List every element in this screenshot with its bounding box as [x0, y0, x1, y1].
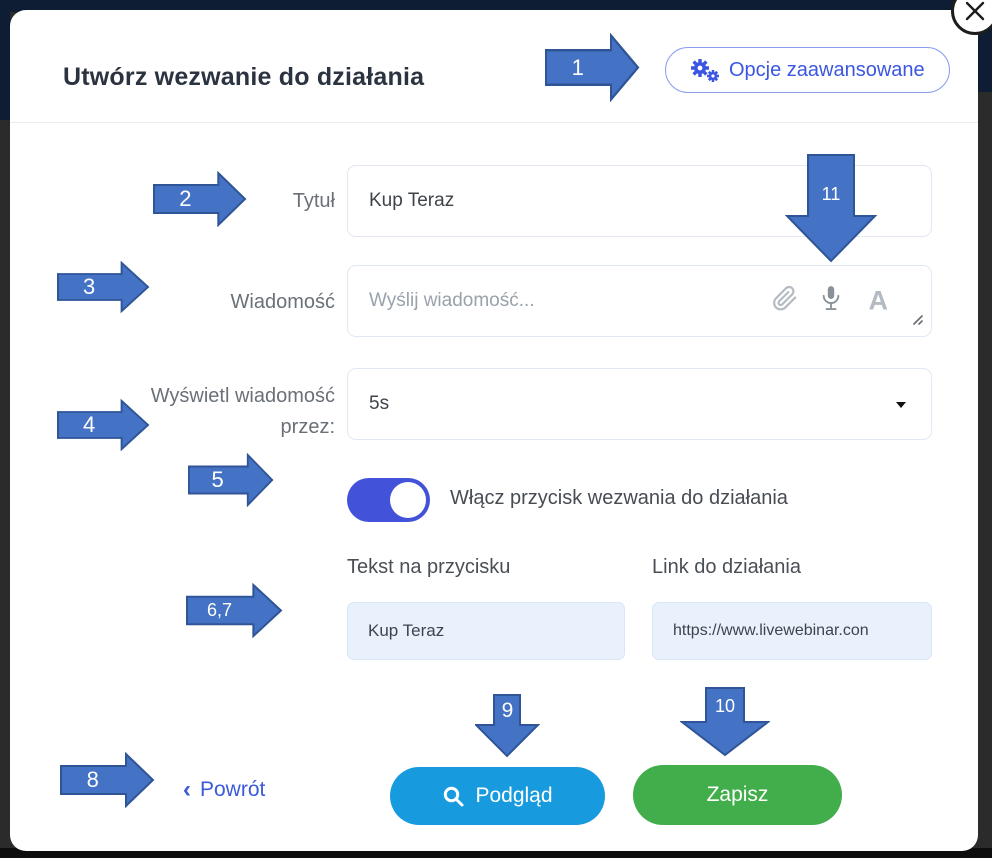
- cta-toggle[interactable]: [347, 478, 430, 522]
- annotation-arrow-11: 11: [785, 154, 877, 263]
- resize-handle-icon[interactable]: [911, 313, 924, 331]
- annotation-label-4: 4: [82, 412, 96, 437]
- annotation-arrow-5: 5: [188, 453, 274, 507]
- annotation-arrow-1: 1: [545, 33, 640, 102]
- title-field-label: Tytuł: [292, 190, 335, 212]
- annotation-label-2: 2: [179, 186, 192, 211]
- action-link-input[interactable]: [653, 603, 931, 659]
- button-text-label: Tekst na przycisku: [347, 556, 511, 578]
- annotation-label-6-7: 6,7: [206, 600, 232, 620]
- backdrop-left-strip: [0, 0, 10, 120]
- backdrop-top-bar: [0, 0, 992, 12]
- annotation-arrow-10: 10: [680, 687, 770, 757]
- cta-toggle-label: Włącz przycisk wezwania do działania: [450, 487, 788, 509]
- action-link-input-box[interactable]: [652, 602, 932, 660]
- annotation-arrow-9: 9: [475, 694, 540, 758]
- close-icon: [954, 0, 992, 32]
- close-button[interactable]: [951, 0, 992, 35]
- chevron-left-icon: ‹: [183, 776, 191, 803]
- annotation-arrow-3: 3: [57, 261, 150, 313]
- annotation-label-9: 9: [501, 699, 514, 722]
- annotation-arrow-2: 2: [153, 171, 247, 227]
- message-input-box[interactable]: A: [347, 265, 932, 337]
- annotation-label-5: 5: [211, 467, 224, 492]
- preview-button[interactable]: Podgląd: [390, 767, 605, 825]
- advanced-options-label: Opcje zaawansowane: [729, 58, 925, 81]
- back-link[interactable]: ‹ Powrót: [183, 778, 265, 802]
- duration-field-label-line1: Wyświetl wiadomość: [150, 385, 335, 407]
- modal-title: Utwórz wezwanie do działania: [63, 63, 425, 91]
- annotation-label-1: 1: [571, 54, 584, 80]
- annotation-arrow-4: 4: [57, 399, 150, 451]
- duration-select-value[interactable]: [348, 369, 931, 439]
- gears-icon: [690, 57, 720, 84]
- annotation-arrow-6-7: 6,7: [186, 583, 283, 638]
- message-field-label: Wiadomość: [230, 291, 335, 313]
- annotation-label-8: 8: [86, 767, 99, 792]
- save-button[interactable]: Zapisz: [633, 765, 842, 825]
- toggle-knob: [390, 482, 426, 518]
- backdrop-bottom-strip: [0, 848, 992, 858]
- annotation-arrow-8: 8: [60, 752, 155, 808]
- search-icon: [442, 785, 465, 808]
- annotation-label-11: 11: [821, 183, 841, 204]
- duration-field-label-line2: przez:: [280, 416, 335, 438]
- format-text-icon[interactable]: A: [868, 285, 889, 316]
- back-link-label: Powrót: [200, 778, 266, 801]
- duration-select[interactable]: [347, 368, 932, 440]
- preview-button-label: Podgląd: [475, 784, 553, 807]
- button-text-input[interactable]: [348, 603, 624, 659]
- header-divider: [10, 122, 978, 123]
- annotation-label-3: 3: [82, 274, 96, 299]
- microphone-icon[interactable]: [820, 285, 842, 318]
- advanced-options-button[interactable]: Opcje zaawansowane: [665, 47, 950, 93]
- save-button-label: Zapisz: [706, 783, 769, 806]
- paperclip-icon[interactable]: [772, 285, 798, 317]
- button-text-input-box[interactable]: [347, 602, 625, 660]
- annotation-label-10: 10: [714, 695, 736, 716]
- message-input[interactable]: [348, 266, 931, 336]
- caret-down-icon: [896, 402, 906, 408]
- action-link-label: Link do działania: [652, 556, 801, 578]
